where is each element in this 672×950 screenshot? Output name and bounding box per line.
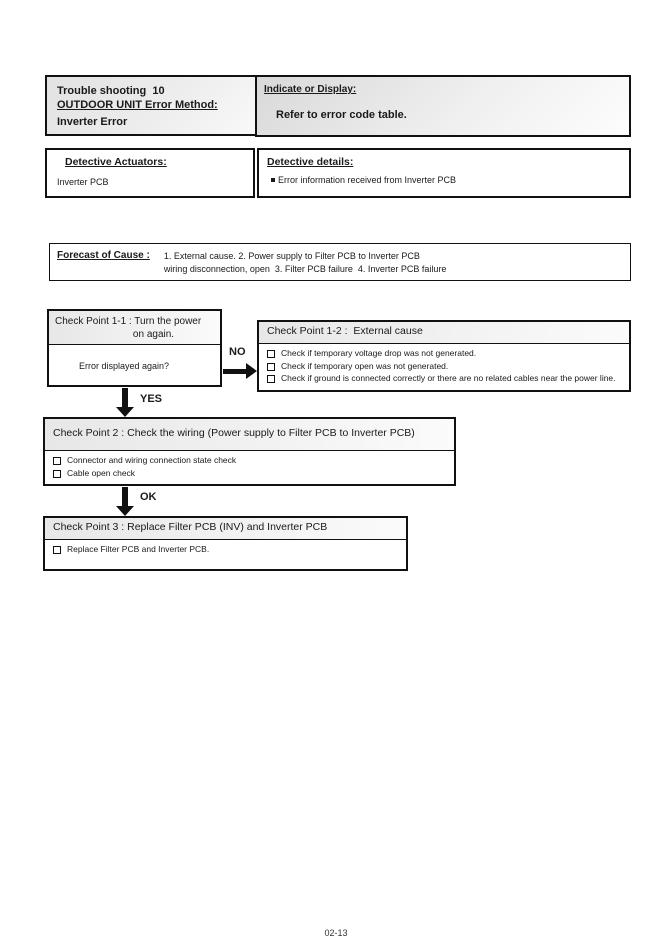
- checkbox-icon: [267, 350, 275, 358]
- check-point-1-1-header: Check Point 1-1 : Turn the power on agai…: [49, 311, 220, 345]
- no-label: NO: [229, 346, 246, 358]
- arrow-down-shaft: [122, 388, 128, 407]
- forecast-line-1: 1. External cause. 2. Power supply to Fi…: [163, 251, 420, 261]
- checkbox-icon: [267, 375, 275, 383]
- checklist-item-text: Check if temporary open was not generate…: [281, 360, 449, 371]
- checklist-item: Check if temporary voltage drop was not …: [267, 348, 617, 360]
- check-point-1-2-box: Check Point 1-2 : External cause Check i…: [257, 320, 631, 392]
- arrow-right-icon: [246, 363, 257, 379]
- arrow-down-shaft: [122, 487, 128, 506]
- check-point-1-1-question: Error displayed again?: [79, 361, 170, 371]
- checklist-item-text: Check if temporary voltage drop was not …: [281, 348, 477, 358]
- check-point-1-2-checklist: Check if temporary voltage drop was not …: [259, 348, 629, 385]
- check-point-2-header: Check Point 2 : Check the wiring (Power …: [45, 419, 454, 451]
- indicate-display-text: Refer to error code table.: [276, 109, 407, 121]
- detective-actuators-label: Detective Actuators:: [65, 156, 167, 168]
- checklist-item: Replace Filter PCB and Inverter PCB.: [53, 544, 394, 556]
- square-bullet-icon: [271, 178, 275, 182]
- error-name: Inverter Error: [57, 116, 128, 128]
- detective-actuators-box: Detective Actuators: Inverter PCB: [45, 148, 255, 198]
- trouble-shooting-number: Trouble shooting 10: [57, 85, 165, 97]
- checklist-item-text: Replace Filter PCB and Inverter PCB.: [67, 544, 210, 554]
- checklist-item: Cable open check: [53, 468, 442, 480]
- check-point-1-2-header: Check Point 1-2 : External cause: [259, 322, 629, 344]
- checkbox-icon: [53, 457, 61, 465]
- check-point-1-1-title-line1: Check Point 1-1 : Turn the power: [55, 316, 202, 327]
- checklist-item-text: Check if ground is connected correctly o…: [281, 373, 616, 383]
- forecast-label: Forecast of Cause :: [57, 250, 150, 261]
- check-point-1-1-box: Check Point 1-1 : Turn the power on agai…: [47, 309, 222, 387]
- yes-label: YES: [140, 393, 163, 405]
- arrow-right-shaft: [223, 369, 247, 374]
- checklist-item-text: Connector and wiring connection state ch…: [67, 455, 237, 465]
- arrow-down-icon: [116, 407, 134, 417]
- detective-details-text: Error information received from Inverter…: [278, 175, 457, 185]
- indicate-display-box: Indicate or Display: Refer to error code…: [255, 75, 631, 137]
- check-point-2-checklist: Connector and wiring connection state ch…: [45, 455, 454, 479]
- forecast-text: 1. External cause. 2. Power supply to Fi…: [164, 250, 447, 276]
- detective-actuators-value: Inverter PCB: [57, 177, 109, 187]
- detective-details-box: Detective details: Error information rec…: [257, 148, 631, 198]
- arrow-down-icon: [116, 506, 134, 516]
- detective-details-item: Error information received from Inverter…: [271, 174, 629, 186]
- check-point-1-1-title-line2: on again.: [132, 329, 175, 340]
- error-method-label: OUTDOOR UNIT Error Method:: [57, 99, 218, 111]
- check-point-3-header: Check Point 3 : Replace Filter PCB (INV)…: [45, 518, 406, 540]
- page-number: 02-13: [324, 928, 348, 938]
- detective-details-label: Detective details:: [267, 156, 354, 168]
- check-point-3-checklist: Replace Filter PCB and Inverter PCB.: [45, 544, 406, 556]
- checkbox-icon: [53, 546, 61, 554]
- checklist-item: Check if ground is connected correctly o…: [267, 373, 617, 385]
- checklist-item-text: Cable open check: [67, 467, 136, 478]
- checklist-item: Connector and wiring connection state ch…: [53, 455, 442, 467]
- check-point-3-box: Check Point 3 : Replace Filter PCB (INV)…: [43, 516, 408, 571]
- checklist-item: Check if temporary open was not generate…: [267, 361, 617, 373]
- checkbox-icon: [53, 469, 61, 478]
- forecast-of-cause-box: Forecast of Cause : 1. External cause. 2…: [49, 243, 631, 281]
- checkbox-icon: [267, 362, 275, 371]
- forecast-line-2: wiring disconnection, open 3. Filter PCB…: [163, 264, 447, 274]
- check-point-2-box: Check Point 2 : Check the wiring (Power …: [43, 417, 456, 486]
- trouble-shooting-title-box: Trouble shooting 10 OUTDOOR UNIT Error M…: [45, 75, 257, 136]
- indicate-display-label: Indicate or Display:: [264, 84, 357, 95]
- ok-label: OK: [140, 491, 157, 503]
